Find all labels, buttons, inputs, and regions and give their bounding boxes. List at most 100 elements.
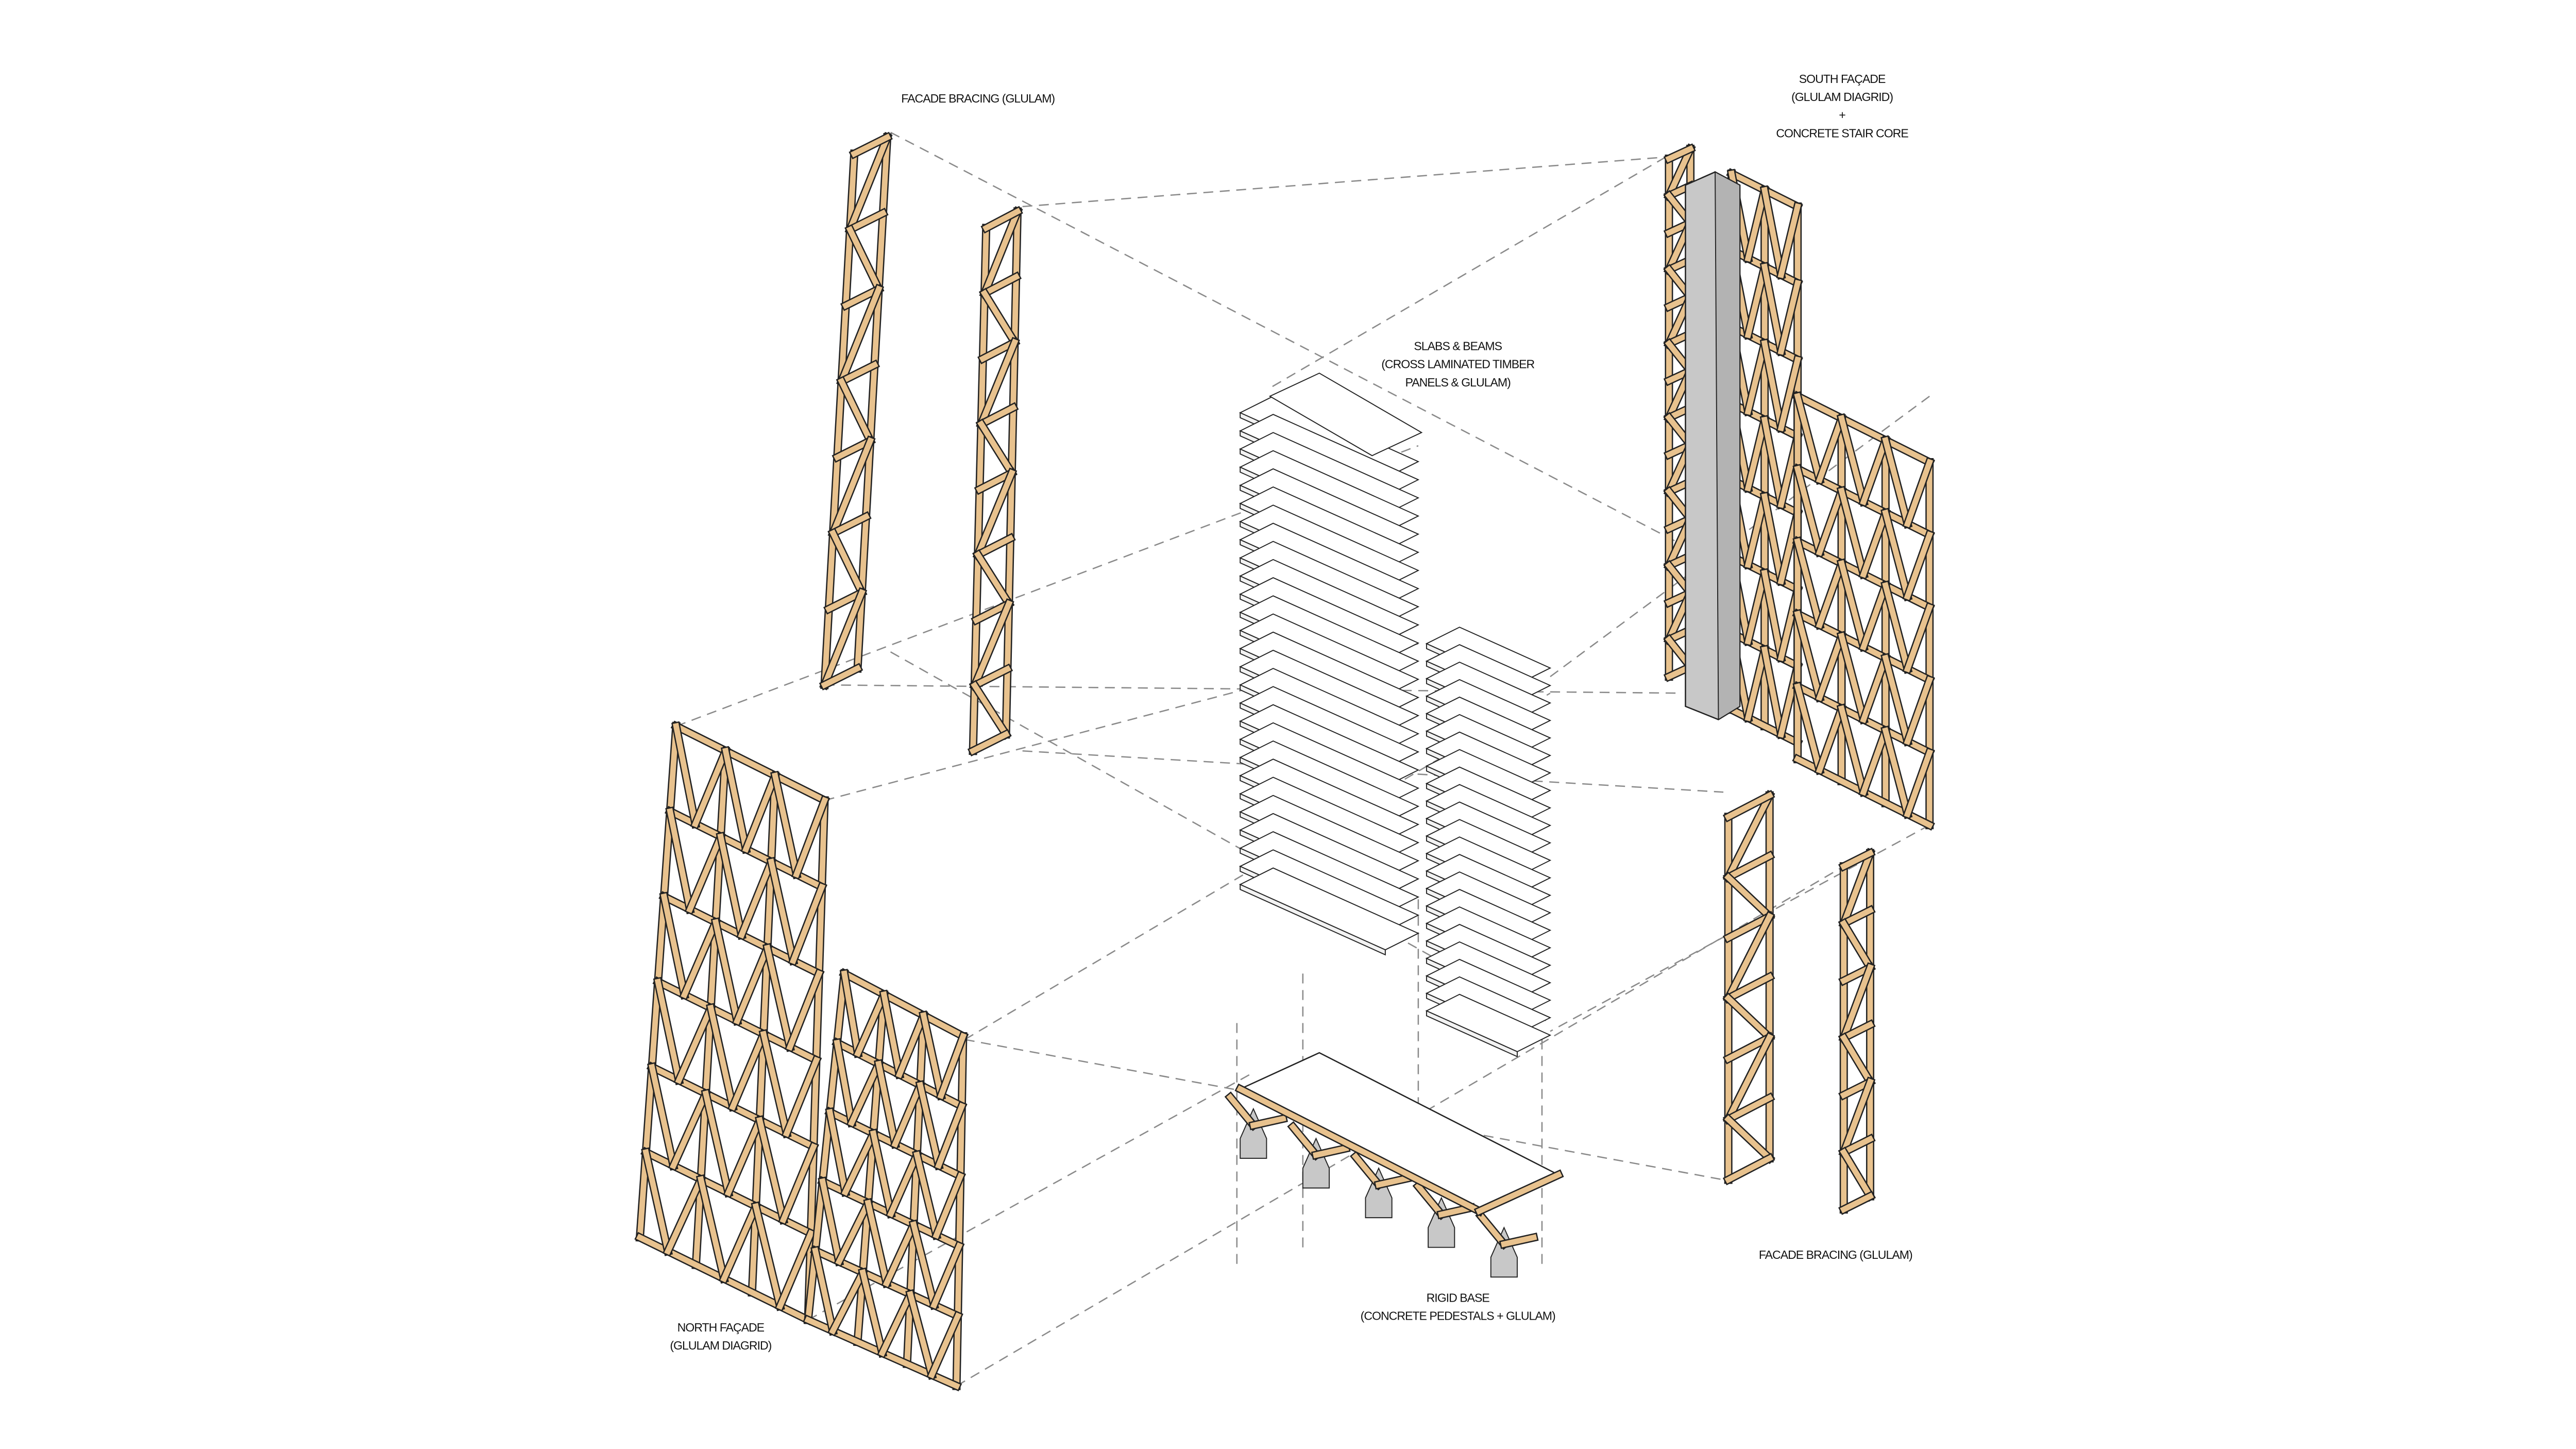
facade-bracing-4-brace: [1840, 1034, 1874, 1086]
south-facade-lower-diagonal: [1860, 654, 1889, 723]
north-facade-lower-diagonal: [891, 1081, 924, 1148]
south-facade-upper-diagonal: [1744, 416, 1768, 492]
south-facade-upper-diagonal: [1744, 569, 1768, 645]
base-arch: [1375, 1174, 1412, 1188]
north-facade-upper-diagonal: [712, 919, 741, 1024]
facade-bracing-1-brace: [838, 377, 874, 445]
south-facade-upper-diagonal: [1744, 340, 1768, 415]
south-facade-upper-diagonal: [1744, 646, 1768, 721]
facade-bracing-4-brace: [1840, 919, 1874, 972]
south-facade-lower-diagonal: [1816, 560, 1845, 629]
north-facade-upper-diagonal: [642, 1149, 671, 1255]
north-facade-lower-diagonal: [841, 1130, 877, 1196]
north-facade-lower-diagonal: [878, 1290, 914, 1357]
facade-bracing-2-brace: [977, 339, 1019, 428]
concrete-pedestal: [1302, 1137, 1330, 1189]
slab-stack: [1239, 373, 1552, 1058]
north-facade-lower-diagonal: [910, 1221, 938, 1309]
label-slabs-panels: PANELS & GLULAM): [1405, 376, 1511, 389]
south-facade-lower-diagonal: [1838, 415, 1867, 506]
north-facade-upper-diagonal: [673, 722, 699, 828]
facade-bracing-2-brace: [971, 681, 1010, 738]
south-facade-lower-diagonal: [1838, 487, 1867, 578]
south-facade-lower-rail: [1793, 392, 1934, 466]
south-facade-lower-diagonal: [1860, 582, 1889, 651]
label-slabs-beams: SLABS & BEAMS: [1414, 339, 1502, 352]
north-facade-upper-diagonal: [764, 945, 793, 1051]
south-facade-lower-diagonal: [1794, 538, 1823, 629]
structural-members: [634, 131, 1935, 1392]
south-facade-lower-diagonal: [1904, 531, 1934, 600]
label-south-facade-plus: +: [1839, 108, 1845, 122]
facade-bracing-3-brace: [1724, 994, 1774, 1041]
base-arch: [1250, 1115, 1286, 1129]
north-facade-upper-diagonal: [786, 970, 823, 1051]
north-facade-lower-diagonal: [895, 1012, 927, 1079]
south-facade-lower-diagonal: [1816, 632, 1845, 701]
south-facade-upper-diagonal: [1761, 263, 1785, 355]
north-facade-lower-diagonal: [875, 1060, 899, 1148]
north-facade-upper-diagonal: [783, 1056, 820, 1137]
north-facade-upper-diagonal: [681, 918, 720, 999]
facade-bracing-1-brace: [846, 226, 883, 293]
south-facade-lower-diagonal: [1882, 509, 1911, 600]
north-facade-lower-diagonal: [933, 1172, 964, 1239]
base-edge-beam: [1236, 1085, 1483, 1215]
facade-bracing-2-rail: [982, 208, 1022, 232]
north-facade-upper-diagonal: [669, 1090, 710, 1170]
south-facade-upper-diagonal: [1744, 263, 1768, 339]
north-facade-lower-diagonal: [928, 1312, 962, 1379]
facade-bracing-4-brace: [1840, 964, 1874, 1042]
facade-bracing-4-rail: [1840, 906, 1874, 928]
south-facade-stair-rail: [1665, 145, 1694, 163]
facade-bracing-1-rail: [850, 133, 891, 158]
label-facade-bracing-top: FACADE BRACING (GLULAM): [901, 92, 1055, 105]
north-facade-upper-diagonal: [742, 772, 779, 853]
north-facade-upper-diagonal: [760, 1031, 790, 1137]
facade-bracing-2-brace: [974, 469, 1015, 559]
facade-bracing-3-brace: [1724, 873, 1774, 921]
base-arch: [1226, 1093, 1258, 1130]
base-arch: [1477, 1212, 1508, 1248]
facade-bracing-1-rail: [846, 209, 887, 233]
facade-bracing-2-brace: [980, 289, 1019, 346]
facade-bracing-1-brace: [829, 437, 874, 537]
north-facade-lower-diagonal: [854, 990, 888, 1057]
facade-bracing-1-brace: [821, 588, 866, 689]
facade-bracing-1-brace: [838, 285, 883, 385]
base-arch: [1289, 1123, 1320, 1159]
south-facade-lower-diagonal: [1904, 459, 1934, 528]
base-arch: [1312, 1145, 1349, 1158]
south-facade-stair-brace: [1665, 145, 1694, 200]
south-facade-lower-diagonal: [1860, 436, 1889, 506]
facade-bracing-4-rail: [1840, 1135, 1874, 1156]
north-facade-lower-diagonal: [859, 1269, 886, 1357]
north-facade-upper-diagonal: [697, 1176, 727, 1283]
north-facade-upper-diagonal: [707, 1004, 736, 1110]
north-facade-upper-diagonal: [654, 978, 683, 1084]
north-facade-upper-diagonal: [702, 1090, 732, 1197]
facade-bracing-1-brace: [846, 133, 891, 233]
north-facade-lower-rail: [840, 970, 967, 1040]
north-facade-upper-diagonal: [667, 808, 693, 913]
roof-slab: [1268, 373, 1423, 457]
south-facade-lower-diagonal: [1904, 749, 1934, 818]
projection-line: [1269, 156, 1666, 389]
facade-bracing-3-brace: [1724, 1115, 1774, 1162]
north-facade-lower-diagonal: [883, 1221, 918, 1287]
facade-bracing-2-brace: [971, 600, 1013, 689]
north-facade-upper-diagonal: [675, 1004, 715, 1084]
facade-bracing-3-rail: [1724, 1033, 1774, 1063]
north-facade-lower-diagonal: [880, 991, 903, 1078]
facade-bracing-2-rail: [974, 534, 1014, 559]
north-facade-upper-diagonal: [686, 833, 724, 914]
base-arch: [1351, 1153, 1383, 1189]
north-facade-lower-diagonal: [907, 1290, 936, 1378]
south-facade-lower-diagonal: [1904, 603, 1934, 673]
south-facade-upper-diagonal: [1761, 187, 1785, 278]
south-facade-lower-diagonal: [1882, 582, 1911, 672]
facade-bracing-2-rail: [969, 730, 1010, 755]
north-facade-lower-diagonal: [930, 1242, 963, 1309]
facade-bracing-4-rail: [1840, 1021, 1874, 1042]
